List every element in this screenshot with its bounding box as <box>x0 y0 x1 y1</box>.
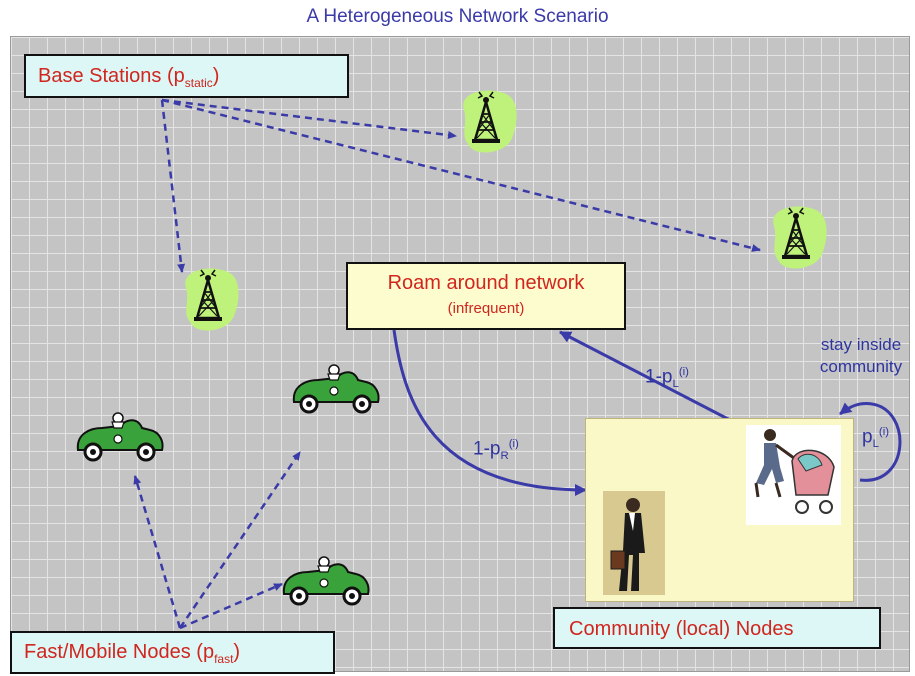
diagram-title: A Heterogeneous Network Scenario <box>306 6 609 27</box>
link-to-tower-c <box>161 98 761 252</box>
base-station-links <box>160 98 761 273</box>
roam-subtitle: (infrequent) <box>447 300 525 317</box>
fast-nodes-label-box: Fast/Mobile Nodes (pfast) <box>10 631 335 674</box>
arrow-stay-loop <box>839 402 902 482</box>
edge-label-return: 1-pR(i) <box>473 438 519 463</box>
transition-arrows <box>392 329 902 496</box>
base-station-tower-icon <box>183 267 240 332</box>
mobile-car-icon <box>76 411 164 462</box>
woman-with-stroller-icon <box>746 425 841 525</box>
base-station-tower-icon <box>461 89 518 154</box>
arrow-community-to-roam <box>559 330 731 422</box>
community-label-box: Community (local) Nodes <box>553 607 881 649</box>
base-station-tower-icon <box>771 205 828 270</box>
community-label: Community (local) Nodes <box>569 618 794 640</box>
roam-title: Roam around network <box>387 272 585 294</box>
stay-inside-label: stay inside community <box>819 335 903 376</box>
link-to-car-c <box>179 582 283 630</box>
walking-man-icon <box>603 491 665 595</box>
mobile-car-icon <box>292 363 380 414</box>
base-stations-sub: static <box>184 76 213 90</box>
fast-nodes-text: Fast/Mobile Nodes (p <box>24 641 215 663</box>
mobile-car-icon <box>282 555 370 606</box>
link-to-car-a <box>133 475 182 629</box>
link-to-tower-a <box>160 99 186 273</box>
fast-node-links <box>133 451 302 630</box>
community-area <box>585 418 854 602</box>
link-to-tower-b <box>161 98 457 139</box>
fast-nodes-close: ) <box>233 641 241 663</box>
base-stations-text: Base Stations (p <box>38 65 185 87</box>
fast-nodes-sub: fast <box>214 652 234 666</box>
arrow-roam-to-community <box>392 329 587 496</box>
base-stations-close: ) <box>212 65 220 87</box>
edge-label-leave: 1-pL(i) <box>645 366 689 391</box>
roam-network-box: Roam around network (infrequent) <box>346 262 626 330</box>
edge-label-stay: pL(i) <box>862 426 890 451</box>
base-stations-label-box: Base Stations (pstatic) <box>24 54 349 98</box>
